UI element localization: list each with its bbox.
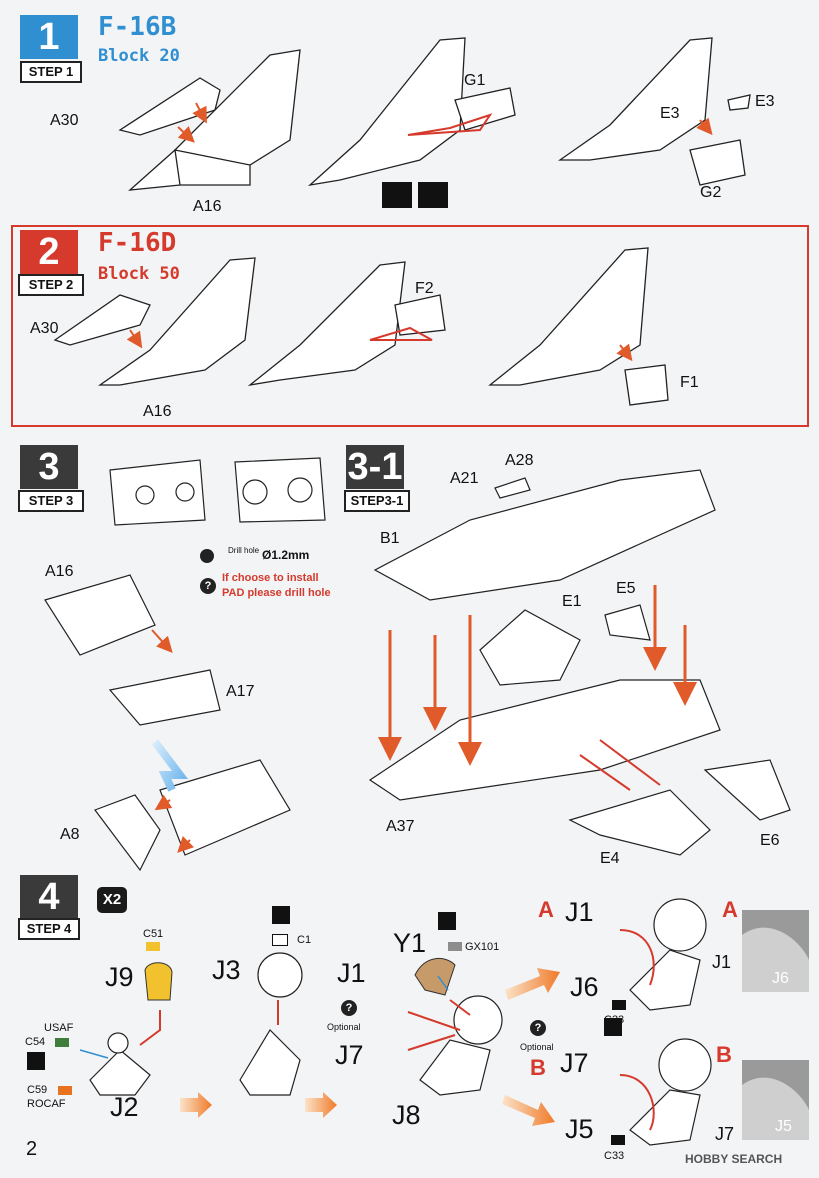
step4-label: STEP 4 bbox=[18, 918, 80, 940]
part-f2: F2 bbox=[415, 280, 434, 297]
photo-b-j7: J7 bbox=[715, 1124, 735, 1144]
paint-swatch-black bbox=[612, 1000, 626, 1010]
paint-usaf: USAF bbox=[44, 1022, 74, 1034]
part-f1: F1 bbox=[680, 374, 699, 391]
drill-hole-label: Drill hole bbox=[228, 546, 260, 555]
watermark: HOBBY SEARCH bbox=[685, 1152, 783, 1166]
question-icon: ? bbox=[341, 1000, 357, 1016]
part-y1: Y1 bbox=[393, 928, 427, 958]
part-a30: A30 bbox=[30, 320, 59, 337]
variant-a-photo-tag: A bbox=[722, 897, 738, 922]
paint-swatch-black bbox=[611, 1135, 625, 1145]
part-j3: J3 bbox=[212, 955, 241, 985]
step1-title: F-16B bbox=[98, 12, 177, 42]
part-g1: G1 bbox=[464, 72, 486, 89]
photo-a-j6: J6 bbox=[772, 970, 789, 987]
paint-c51: C51 bbox=[143, 928, 164, 940]
part-j1: J1 bbox=[337, 958, 366, 988]
part-a16: A16 bbox=[193, 198, 222, 215]
tail-assembly-2 bbox=[53, 247, 669, 406]
step31-label: STEP3-1 bbox=[344, 490, 410, 512]
step1-number: 1 bbox=[20, 15, 78, 59]
question-icon: ? bbox=[200, 578, 216, 594]
variant-b-photo-tag: B bbox=[716, 1042, 732, 1067]
part-e5: E5 bbox=[616, 580, 636, 597]
part-a28: A28 bbox=[505, 452, 534, 469]
part-g2: G2 bbox=[700, 184, 722, 201]
optional-label: Optional bbox=[327, 1022, 361, 1032]
step2-title: F-16D bbox=[98, 228, 177, 258]
step31-number: 3-1 bbox=[346, 445, 404, 489]
paint-swatch-grey bbox=[448, 942, 462, 951]
part-e4: E4 bbox=[600, 850, 620, 867]
tail-assembly-1 bbox=[118, 37, 751, 191]
step3-label: STEP 3 bbox=[18, 490, 84, 512]
part-b1: B1 bbox=[380, 530, 400, 547]
page-number: 2 bbox=[26, 1138, 38, 1160]
variant-a-j6: J6 bbox=[570, 972, 599, 1002]
paint-rocaf: ROCAF bbox=[27, 1098, 66, 1110]
part-a8: A8 bbox=[60, 826, 80, 843]
drill-note-line1: If choose to install bbox=[222, 572, 319, 584]
part-a30: A30 bbox=[50, 112, 79, 129]
optional-label: Optional bbox=[520, 1042, 554, 1052]
paint-swatch-green bbox=[55, 1038, 69, 1047]
part-a16: A16 bbox=[143, 403, 172, 420]
drill-note-line2: PAD please drill hole bbox=[222, 587, 331, 599]
part-a37: A37 bbox=[386, 818, 415, 835]
step2-subtitle: Block 50 bbox=[98, 264, 180, 284]
part-a16: A16 bbox=[45, 563, 74, 580]
variant-a-j1: J1 bbox=[565, 897, 594, 927]
paint-icon bbox=[27, 1052, 45, 1070]
paint-icon bbox=[438, 912, 456, 930]
step2-label: STEP 2 bbox=[18, 274, 84, 296]
paint-icon bbox=[272, 906, 290, 924]
multiplier-badge: X2 bbox=[97, 887, 127, 913]
part-a17: A17 bbox=[226, 683, 255, 700]
variant-b-j7: J7 bbox=[560, 1048, 589, 1078]
paint-icon bbox=[604, 1018, 622, 1036]
part-e6: E6 bbox=[760, 832, 780, 849]
part-j9: J9 bbox=[105, 962, 134, 992]
variant-b-tag: B bbox=[530, 1055, 546, 1080]
part-j7: J7 bbox=[335, 1040, 364, 1070]
photo-a-j1: J1 bbox=[712, 952, 732, 972]
part-e3-ref: E3 bbox=[755, 93, 775, 110]
paint-gx101: GX101 bbox=[465, 941, 500, 953]
paint-c1: C1 bbox=[297, 934, 312, 946]
paint-c54: C54 bbox=[25, 1036, 46, 1048]
part-a21: A21 bbox=[450, 470, 479, 487]
variant-b-j5: J5 bbox=[565, 1114, 594, 1144]
paint-c59: C59 bbox=[27, 1084, 48, 1096]
part-j2: J2 bbox=[110, 1092, 139, 1122]
photo-b-j5: J5 bbox=[775, 1118, 792, 1135]
part-e3: E3 bbox=[660, 105, 680, 122]
step1-label: STEP 1 bbox=[20, 61, 82, 83]
step2-number: 2 bbox=[20, 230, 78, 274]
part-e1: E1 bbox=[562, 593, 582, 610]
paint-swatch-yellow bbox=[146, 942, 160, 951]
paint-swatch-white bbox=[272, 934, 288, 946]
part-j8: J8 bbox=[392, 1100, 421, 1130]
paint-swatch-orange bbox=[58, 1086, 72, 1095]
drill-size: Ø1.2mm bbox=[262, 548, 310, 562]
step1-subtitle: Block 20 bbox=[98, 46, 180, 66]
variant-b-c33: C33 bbox=[604, 1150, 625, 1162]
variant-a-tag: A bbox=[538, 897, 554, 922]
step4-number: 4 bbox=[20, 875, 78, 919]
question-icon: ? bbox=[530, 1020, 546, 1036]
step3-number: 3 bbox=[20, 445, 78, 489]
